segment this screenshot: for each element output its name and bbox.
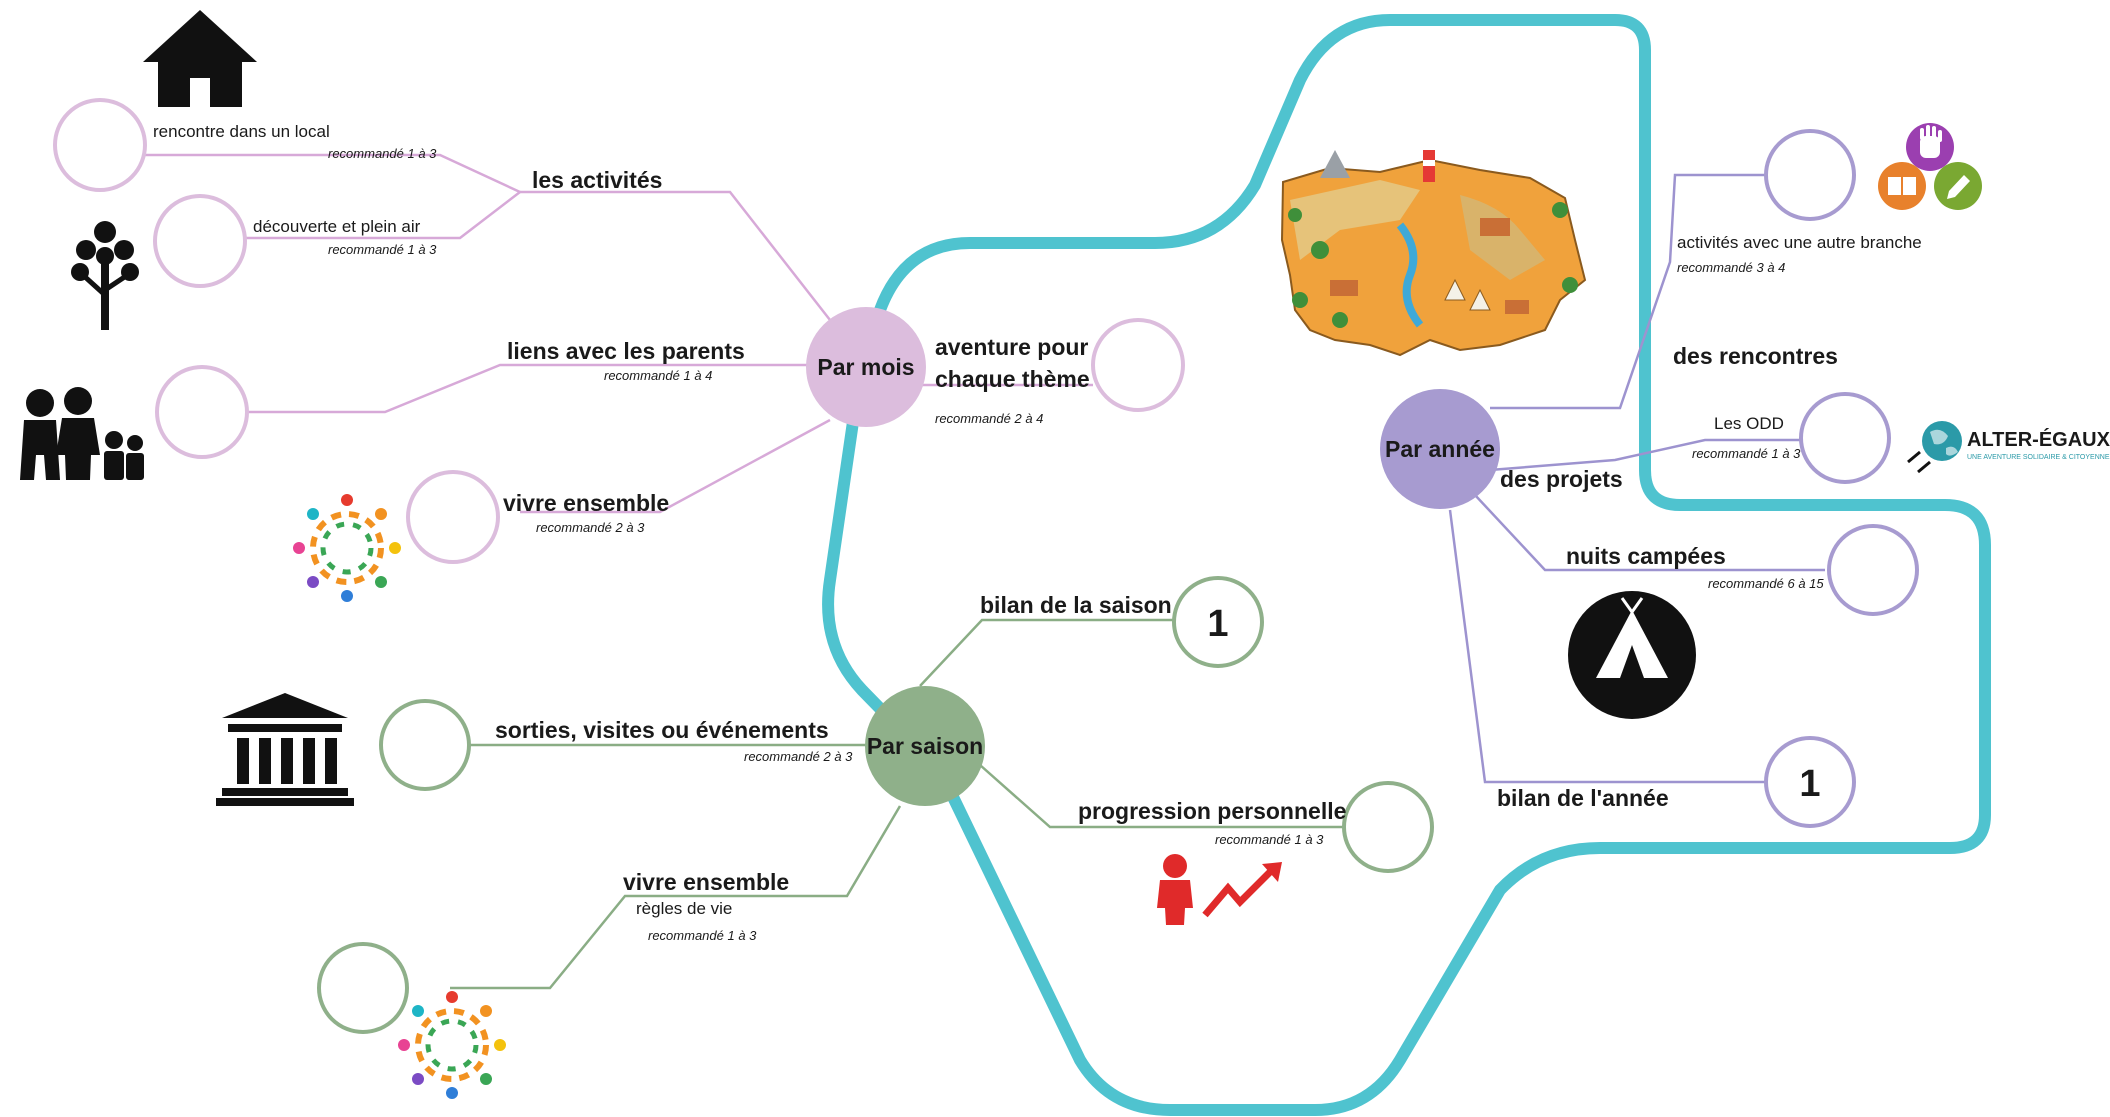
mois-parents-label: liens avec les parents	[507, 338, 745, 364]
mois-vivre-note: recommandé 2 à 3	[536, 520, 645, 535]
saison-bilan-label: bilan de la saison	[980, 592, 1172, 618]
mois-parents-circle	[155, 365, 249, 459]
temple-icon	[216, 693, 354, 806]
mois-local-label: rencontre dans un local	[153, 122, 330, 141]
people-circle-icon	[293, 494, 401, 602]
mois-activites-label: les activités	[532, 167, 663, 193]
family-icon	[20, 387, 144, 480]
saison-bilan-number: 1	[1207, 603, 1228, 645]
mois-aventure-circle	[1091, 318, 1185, 412]
annee-bilan-label: bilan de l'année	[1497, 785, 1669, 811]
pencil-icon	[1934, 162, 1982, 210]
annee-odd-note: recommandé 1 à 3	[1692, 446, 1801, 461]
hub-saison	[865, 686, 985, 806]
logo-name: ALTER-ÉGAUX	[1967, 428, 2110, 451]
mois-vivre-label: vivre ensemble	[503, 490, 670, 516]
annee-bilan-number: 1	[1799, 763, 1820, 805]
annee-nuits-label: nuits campées	[1566, 543, 1726, 569]
teepee-icon	[1568, 591, 1696, 719]
hand-icon	[1906, 123, 1954, 171]
saison-progression-note: recommandé 1 à 3	[1215, 832, 1324, 847]
mois-pleinair-label: découverte et plein air	[253, 217, 421, 236]
tree-icon	[71, 221, 139, 330]
mois-aventure-label-1: aventure pour	[935, 334, 1089, 360]
map-illustration	[1280, 150, 1587, 357]
annee-branche-circle	[1764, 129, 1856, 221]
mois-aventure-label-2: chaque thème	[935, 366, 1090, 392]
mois-local-circle	[53, 98, 147, 192]
saison-sorties-note: recommandé 2 à 3	[744, 749, 853, 764]
mois-parents-note: recommandé 1 à 4	[604, 368, 713, 383]
annee-branche-label: activités avec une autre branche	[1677, 233, 1922, 252]
annee-nuits-circle	[1827, 524, 1919, 616]
journey-path	[822, 14, 1991, 1116]
mois-connectors	[145, 153, 1093, 514]
annee-connectors	[1448, 173, 1825, 784]
hub-mois-label: Par mois	[817, 354, 914, 380]
saison-circles	[317, 576, 1434, 1034]
book-icon	[1878, 162, 1926, 210]
mois-circles	[53, 98, 1185, 564]
mois-pleinair-circle	[153, 194, 247, 288]
saison-progression-label: progression personnelle	[1078, 798, 1347, 824]
people-circle-icon-2	[398, 991, 506, 1099]
annee-bilan-circle	[1764, 736, 1856, 828]
saison-progression-circle	[1342, 781, 1434, 873]
annee-nuits-note: recommandé 6 à 15	[1708, 576, 1824, 591]
saison-bilan-circle	[1172, 576, 1264, 668]
saison-sorties-label: sorties, visites ou événements	[495, 717, 829, 743]
mois-vivre-circle	[406, 470, 500, 564]
saison-connectors	[450, 618, 1345, 990]
saison-regles-label: règles de vie	[636, 899, 733, 918]
annee-odd-circle	[1799, 392, 1891, 484]
hub-saison-label: Par saison	[867, 733, 983, 759]
saison-vivre-note: recommandé 1 à 3	[648, 928, 757, 943]
hub-annee-label: Par année	[1385, 436, 1495, 462]
annee-circles	[1764, 129, 1919, 828]
saison-vivre-circle	[317, 942, 409, 1034]
globe-icon	[1907, 421, 1962, 474]
hub-mois	[806, 307, 926, 427]
saison-vivre-label: vivre ensemble	[623, 869, 790, 895]
saison-sorties-circle	[379, 699, 471, 791]
annee-odd-label: Les ODD	[1714, 414, 1784, 433]
annee-projets-label: des projets	[1500, 466, 1623, 492]
annee-branche-note: recommandé 3 à 4	[1677, 260, 1786, 275]
mois-aventure-note: recommandé 2 à 4	[935, 411, 1044, 426]
mois-local-note: recommandé 1 à 3	[328, 146, 437, 161]
mois-pleinair-note: recommandé 1 à 3	[328, 242, 437, 257]
person-growth-icon	[1157, 854, 1282, 925]
annee-rencontres-label: des rencontres	[1673, 343, 1838, 369]
logo-tagline: UNE AVENTURE SOLIDAIRE & CITOYENNE	[1967, 454, 2110, 461]
house-icon	[143, 10, 257, 107]
hub-annee	[1380, 389, 1500, 509]
